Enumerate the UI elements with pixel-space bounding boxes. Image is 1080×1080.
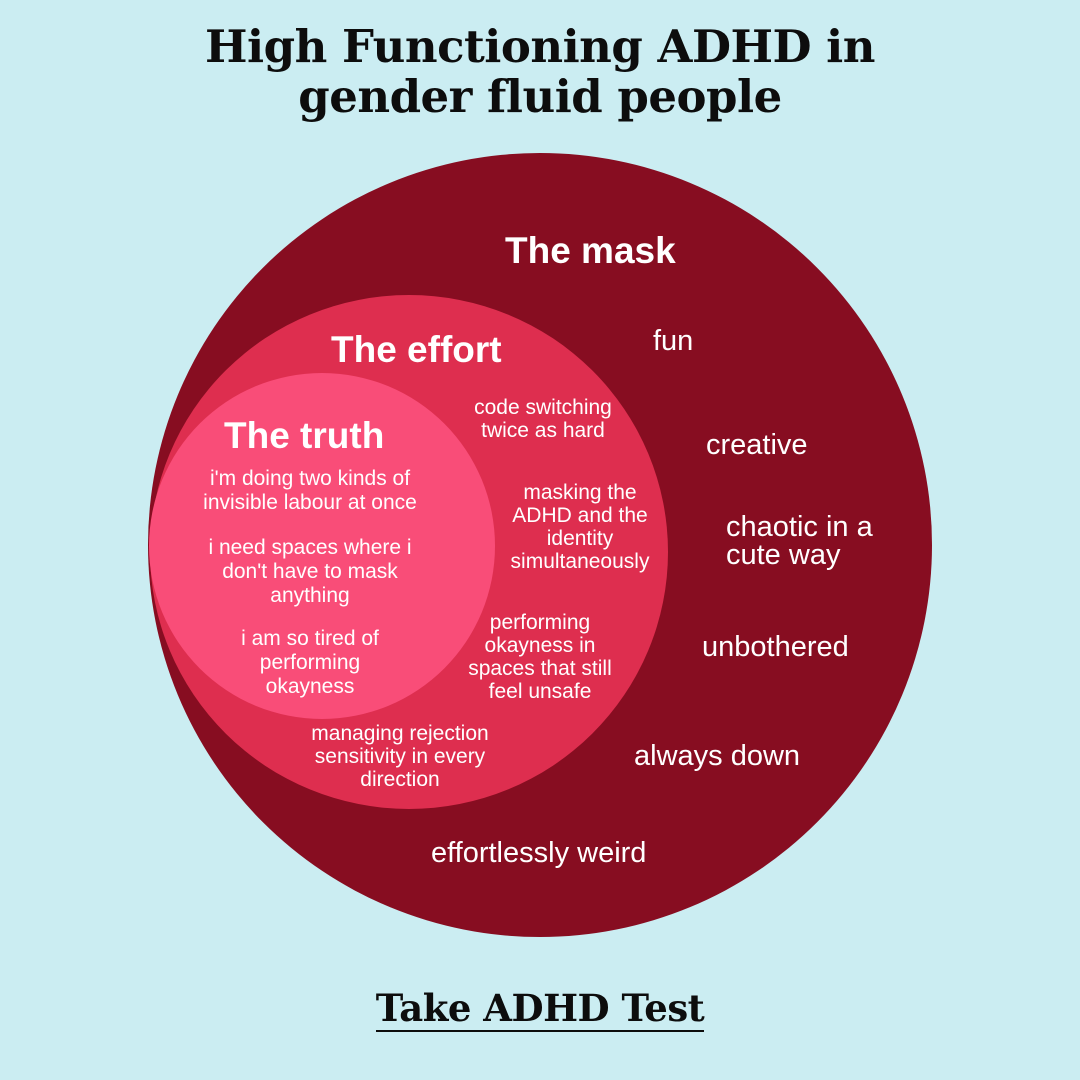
- truth-item-spaces: i need spaces where i don't have to mask…: [208, 536, 412, 607]
- mask-heading: The mask: [505, 230, 676, 271]
- effort-item-performing: performing okayness in spaces that still…: [468, 611, 612, 703]
- take-adhd-test-link[interactable]: Take ADHD Test: [375, 986, 705, 1032]
- truth-circle: [149, 373, 495, 719]
- title-line-2: gender fluid people: [298, 70, 782, 123]
- effort-item-masking: masking the ADHD and the identity simult…: [510, 481, 650, 573]
- mask-item-unbothered: unbothered: [702, 631, 849, 663]
- mask-item-fun: fun: [653, 325, 694, 357]
- effort-item-rejection: managing rejection sensitivity in every …: [311, 722, 489, 791]
- effort-item-code-switching: code switching twice as hard: [474, 396, 612, 442]
- truth-item-labour: i'm doing two kinds of invisible labour …: [203, 467, 417, 514]
- mask-item-creative: creative: [706, 429, 808, 461]
- mask-item-always-down: always down: [634, 740, 801, 772]
- mask-item-chaotic: chaotic in a cute way: [726, 511, 873, 571]
- truth-heading: The truth: [224, 415, 385, 456]
- truth-item-tired: i am so tired of performing okayness: [241, 627, 379, 698]
- page-title: High Functioning ADHD in gender fluid pe…: [0, 22, 1080, 122]
- mask-item-effortlessly-weird: effortlessly weird: [431, 837, 647, 869]
- title-line-1: High Functioning ADHD in: [205, 20, 875, 73]
- effort-heading: The effort: [331, 329, 502, 370]
- cta-container: Take ADHD Test: [0, 986, 1080, 1032]
